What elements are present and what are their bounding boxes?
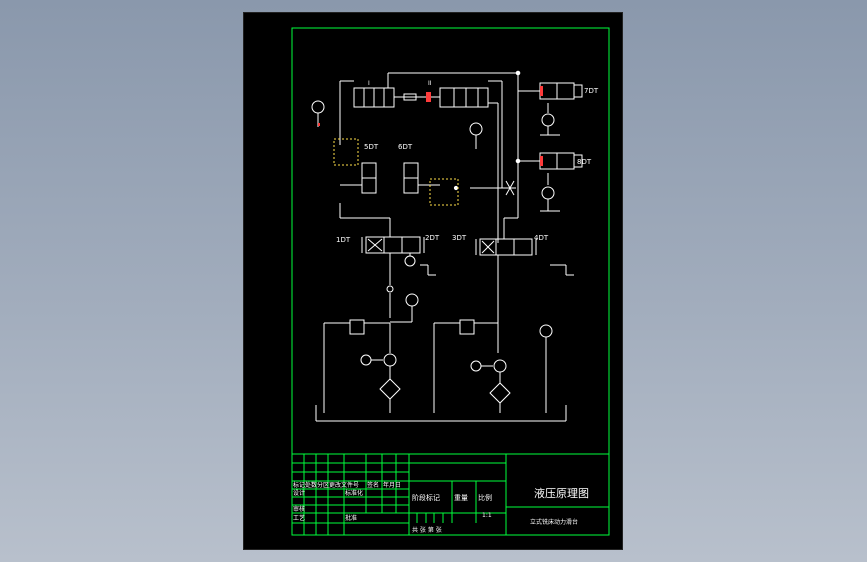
motor-2 xyxy=(470,360,482,372)
title-block-text: 标记 处数 分区 更改文件号 签名 年月日 设计 标准化 审核 工艺 批准 阶段… xyxy=(293,481,589,534)
valve-1dt-2dt xyxy=(365,236,421,254)
label-7dt: 7DT xyxy=(584,87,599,95)
label-2dt: 2DT xyxy=(425,234,440,242)
drawing-subtitle: 立式铣床动力滑台 xyxy=(530,518,578,526)
tb-date: 年月日 xyxy=(383,481,401,489)
label-cylinder-i: I xyxy=(368,80,370,87)
tb-stage: 阶段标记 xyxy=(412,493,440,502)
title-block-grid xyxy=(291,453,610,536)
tb-zone: 分区 xyxy=(317,481,329,489)
pump-2 xyxy=(493,359,507,373)
label-cylinder-ii: II xyxy=(428,80,432,87)
pressure-gauge-3 xyxy=(405,293,419,307)
tb-process: 工艺 xyxy=(293,514,305,522)
pump-1 xyxy=(383,353,397,367)
tb-design: 设计 xyxy=(293,489,305,497)
pressure-switch-7 xyxy=(541,113,555,127)
filter-1 xyxy=(379,378,401,400)
circuit-lines xyxy=(311,70,583,422)
hydraulic-schematic: 5DT 6DT 1DT 2DT 3DT 4DT 7DT 8DT I II xyxy=(291,27,610,536)
tb-sheets: 共 张 第 张 xyxy=(412,526,442,534)
tb-count: 处数 xyxy=(305,481,317,489)
drawing-sheet: 5DT 6DT 1DT 2DT 3DT 4DT 7DT 8DT I II xyxy=(244,13,622,549)
cylinder-ii xyxy=(439,87,489,108)
tb-std: 标准化 xyxy=(345,489,363,497)
label-5dt: 5DT xyxy=(364,143,379,151)
tb-sign: 签名 xyxy=(367,481,379,489)
tb-scale: 1:1 xyxy=(482,512,492,519)
drawing-title: 液压原理图 xyxy=(534,486,589,500)
motor-1 xyxy=(360,354,372,366)
tb-weight: 重量 xyxy=(454,494,468,502)
filter-2 xyxy=(489,382,511,404)
solenoid-labels: 5DT 6DT 1DT 2DT 3DT 4DT 7DT 8DT I II xyxy=(336,80,599,244)
flow-meter-1 xyxy=(404,255,416,267)
label-4dt: 4DT xyxy=(534,234,549,242)
label-6dt: 6DT xyxy=(398,143,413,151)
dashed-boxes xyxy=(333,138,459,206)
relief-valve-2 xyxy=(459,319,475,335)
tb-ratio: 比例 xyxy=(478,493,492,502)
pressure-gauge-2 xyxy=(469,122,483,136)
pressure-gauge-1 xyxy=(311,100,325,114)
tb-mark: 标记 xyxy=(293,481,305,489)
relief-valve-1 xyxy=(349,319,365,335)
pressure-switch-8 xyxy=(541,186,555,200)
valve-3dt-4dt xyxy=(479,238,533,256)
label-8dt: 8DT xyxy=(577,158,592,166)
red-markers xyxy=(318,86,543,166)
check-valve xyxy=(386,285,394,293)
accumulator xyxy=(539,324,553,338)
tb-approve: 批准 xyxy=(345,514,357,522)
label-3dt: 3DT xyxy=(452,234,467,242)
tb-review: 审核 xyxy=(293,505,305,513)
tb-doc: 更改文件号 xyxy=(329,481,359,489)
label-1dt: 1DT xyxy=(336,236,351,244)
